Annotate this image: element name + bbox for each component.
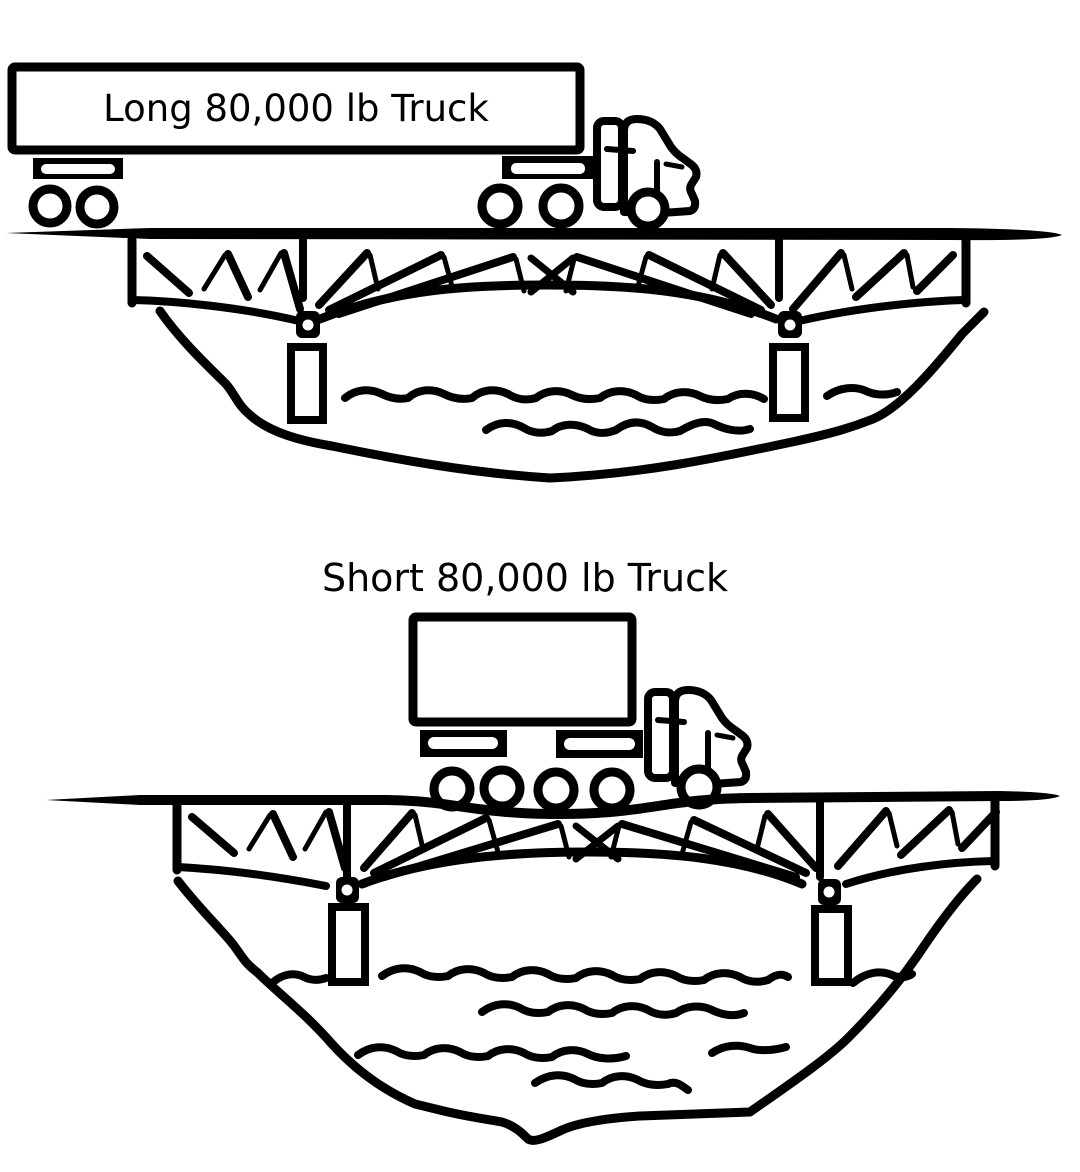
short-truck-scene: Short 80,000 lb Truck <box>46 556 1060 1145</box>
pier-column <box>811 905 852 986</box>
bearing-icon <box>296 311 320 338</box>
fender-slot <box>428 737 498 749</box>
river-icon <box>155 306 989 483</box>
short-truck-title: Short 80,000 lb Truck <box>322 556 728 600</box>
long-truck-icon: Long 80,000 lb Truck <box>7 62 697 231</box>
truss-mid-posts <box>299 236 783 302</box>
water-wave <box>708 1041 790 1057</box>
water-wave <box>482 418 754 437</box>
sagging-truss-bridge-icon <box>46 791 1060 986</box>
truss-web <box>188 806 1000 881</box>
wheel-icon <box>589 767 635 813</box>
level-truss-bridge-icon <box>6 228 1062 424</box>
water-wave <box>531 1071 692 1094</box>
truss-x-brace <box>527 254 577 296</box>
river-icon <box>173 874 982 1145</box>
pier-column <box>328 903 369 986</box>
trailer-box <box>7 62 585 155</box>
long-truck-scene: Long 80,000 lb Truck <box>6 62 1062 483</box>
pier-column <box>769 343 809 422</box>
long-truck-label: Long 80,000 lb Truck <box>103 87 489 130</box>
bearing-icon <box>778 311 802 338</box>
short-truck-icon <box>408 612 748 813</box>
bridge-deck <box>6 228 1062 241</box>
tractor-cab-icon <box>597 119 697 231</box>
water-wave <box>354 1043 630 1063</box>
wheel-icon <box>626 187 670 231</box>
water-wave <box>823 384 901 400</box>
pier-column <box>287 343 327 424</box>
fender-slot <box>511 163 585 174</box>
water-wave <box>478 1000 748 1020</box>
water-wave <box>378 964 792 986</box>
trailer-box <box>408 612 637 727</box>
truss-end-posts <box>127 235 971 308</box>
water-wave <box>268 970 330 987</box>
water-wave <box>341 386 768 404</box>
bearing-icon <box>818 879 841 905</box>
truss-web-thin <box>246 809 961 860</box>
wheel-icon <box>533 767 579 813</box>
wheel-icon <box>538 183 584 229</box>
truss-web-thin <box>201 250 916 294</box>
river-banks <box>155 306 989 483</box>
fender-slot <box>564 738 635 750</box>
water-wave <box>849 968 916 987</box>
river-banks <box>173 874 982 1145</box>
tractor-cab-icon <box>648 690 748 810</box>
fender-slot <box>41 164 115 174</box>
wheel-icon <box>28 184 72 228</box>
wheel-icon <box>75 185 119 229</box>
bridge-deck-sagging <box>46 791 1060 819</box>
truss-web <box>143 249 957 318</box>
bottom-chord <box>174 857 997 890</box>
bottom-chord <box>129 296 969 325</box>
truss-x-brace <box>572 822 622 863</box>
bearing-icon <box>336 877 359 903</box>
wheel-icon <box>477 183 523 229</box>
wheel-icon <box>479 765 525 811</box>
